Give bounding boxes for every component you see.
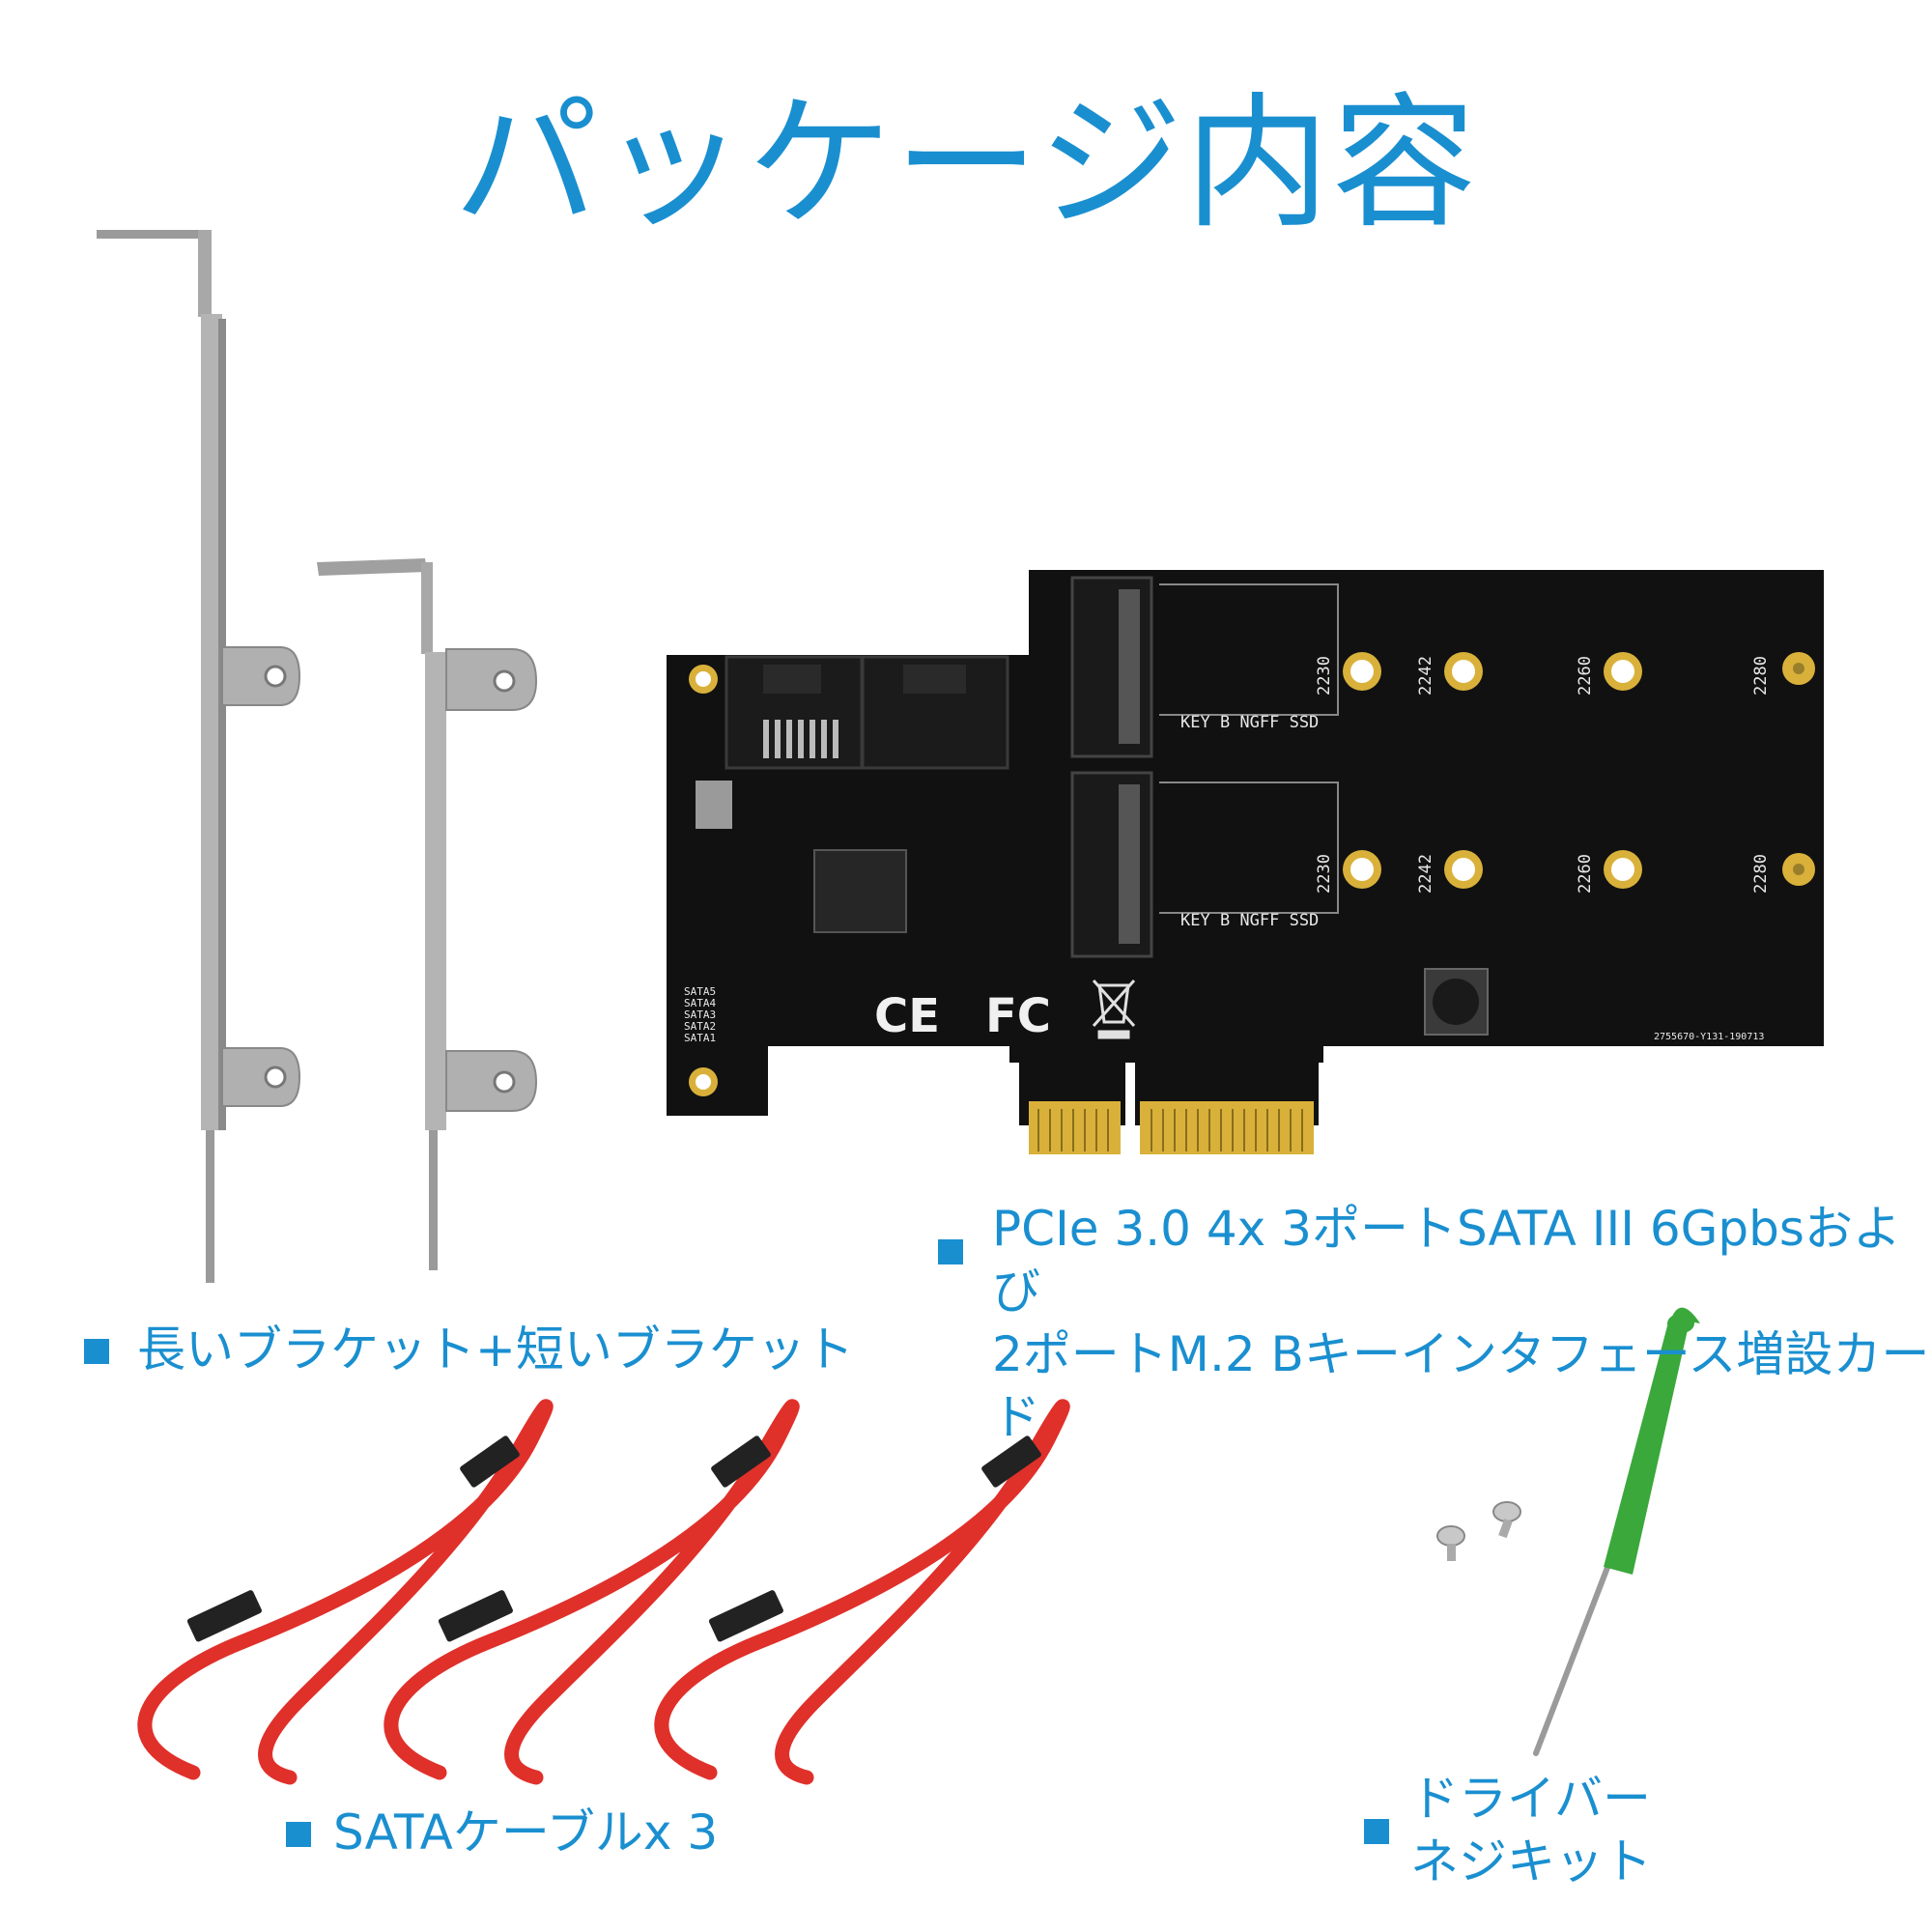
bullet-icon <box>1364 1819 1389 1844</box>
fc-mark: FC <box>985 989 1051 1043</box>
m2-slot <box>1070 576 1339 958</box>
length-label: 2280 <box>1751 656 1771 696</box>
key-label: KEY B NGFF SSD <box>1180 911 1319 930</box>
length-label: 2260 <box>1576 854 1595 894</box>
sata-cable <box>137 1399 554 1785</box>
bullet-icon <box>286 1822 311 1847</box>
length-label: 2280 <box>1751 854 1771 894</box>
long-bracket <box>97 230 301 1283</box>
driver-caption: ドライバー ネジキット <box>1410 1768 1652 1893</box>
sata-connector <box>724 655 1009 770</box>
cables-caption: SATAケーブルx 3 <box>333 1804 719 1861</box>
weee-icon <box>1092 980 1136 1039</box>
screw-icon <box>1436 1525 1465 1561</box>
key-label: KEY B NGFF SSD <box>1180 713 1319 732</box>
pcie-card: KEY B NGFF SSD KEY B NGFF SSD 2230 2242 … <box>667 570 1824 1154</box>
card-caption-line2: 2ポートM.2 Bキーインタフェース増設カード <box>992 1326 1930 1445</box>
length-label: 2230 <box>1315 656 1334 696</box>
length-label: 2242 <box>1416 854 1435 894</box>
screw-icon <box>1492 1501 1521 1539</box>
sata-port-label: SATA5 <box>684 985 716 998</box>
serial-number: 2755670-Y131-190713 <box>1654 1032 1764 1042</box>
sata-cable <box>654 1399 1070 1785</box>
bullet-icon <box>84 1339 109 1364</box>
sata-port-label: SATA2 <box>684 1020 716 1033</box>
length-label: 2230 <box>1315 854 1334 894</box>
sata-port-label: SATA4 <box>684 997 716 1009</box>
length-label: 2260 <box>1576 656 1595 696</box>
driver-caption-line2: ネジキット <box>1410 1833 1652 1889</box>
screwdriver <box>1533 1307 1700 1756</box>
page-title: パッケージ内容 <box>453 80 1479 248</box>
sata-cable <box>384 1399 800 1785</box>
short-bracket <box>317 558 538 1270</box>
sata-port-label: SATA3 <box>684 1009 716 1021</box>
card-caption-line1: PCIe 3.0 4x 3ポートSATA III 6Gpbsおよび <box>992 1201 1901 1320</box>
length-label: 2242 <box>1416 656 1435 696</box>
ce-mark: CE <box>874 989 940 1043</box>
sata-port-label: SATA1 <box>684 1032 716 1044</box>
driver-caption-line1: ドライバー <box>1410 1771 1651 1827</box>
card-caption: PCIe 3.0 4x 3ポートSATA III 6Gpbsおよび 2ポートM.… <box>992 1198 1932 1449</box>
gold-fingers <box>1029 1101 1314 1154</box>
brackets-caption: 長いブラケット+短いブラケット <box>137 1321 854 1378</box>
m2-standoff-holes <box>1343 652 1815 889</box>
bullet-icon <box>938 1239 963 1264</box>
